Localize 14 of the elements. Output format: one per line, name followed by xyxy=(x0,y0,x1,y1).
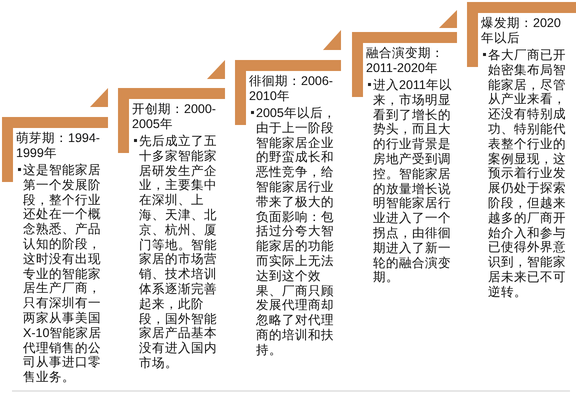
stage-description: 2005年以后，由于上一阶段智能家居企业的野蛮成长和恶性竞争，给智能家居行业带来了极大的负面影响：包括过分夸大智能家居的功能而实际上无法达到这个效果、厂商只顾发展代理商却忽略了对代理商的培训和扶持。 xyxy=(256,106,336,358)
stage-description: 进入2011年以来，市场明显看到了增长的势头，而且大的行业背景是房地产受到调控。智能家居的放量增长说明智能家居行业进入了一个拐点，由徘徊期进入了新一轮的融合演变期。 xyxy=(373,78,453,286)
stage-heading: 融合演变期：2011-2020年 xyxy=(366,46,445,76)
stage-heading: 爆发期：2020年以后 xyxy=(481,16,562,46)
stage-heading: 萌芽期：1994-1999年 xyxy=(16,131,101,161)
step-arrow xyxy=(207,60,225,79)
step-arrow xyxy=(439,10,457,28)
stage-heading: 开创期：2000-2005年 xyxy=(132,102,217,132)
stage-heading: 徘徊期：2006-2010年 xyxy=(249,74,334,104)
step-arrow xyxy=(323,30,341,50)
stage-description: 各大厂商已开始密集布局智能家居，尽管从产业来看，还没有特别成功、特别能代表整个行业的案例显现，这预示着行业发展仍处于探索阶段，但越来越多的厂商开始介入和参与已使得外界意识到，智能家居未来已不可逆转。 xyxy=(488,48,567,300)
stage-description: 这是智能家居第一个发展阶段，整个行业还处在一个概念熟悉、产品认知的阶段，这时没有出现专业的智能家居生产厂商，只有深圳有一两家从事美国X-10智能家居代理销售的公司从事进口零售业务。 xyxy=(23,163,102,385)
stage-description: 先后成立了五十多家智能家居研发生产企业，主要集中在深圳、上海、天津、北京、杭州、厦门等地。智能家居的市场营销、技术培训体系逐渐完善起来，此阶段，国外智能家居产品基本没有进入国内市场。 xyxy=(139,134,218,371)
step-arrow xyxy=(90,88,108,107)
